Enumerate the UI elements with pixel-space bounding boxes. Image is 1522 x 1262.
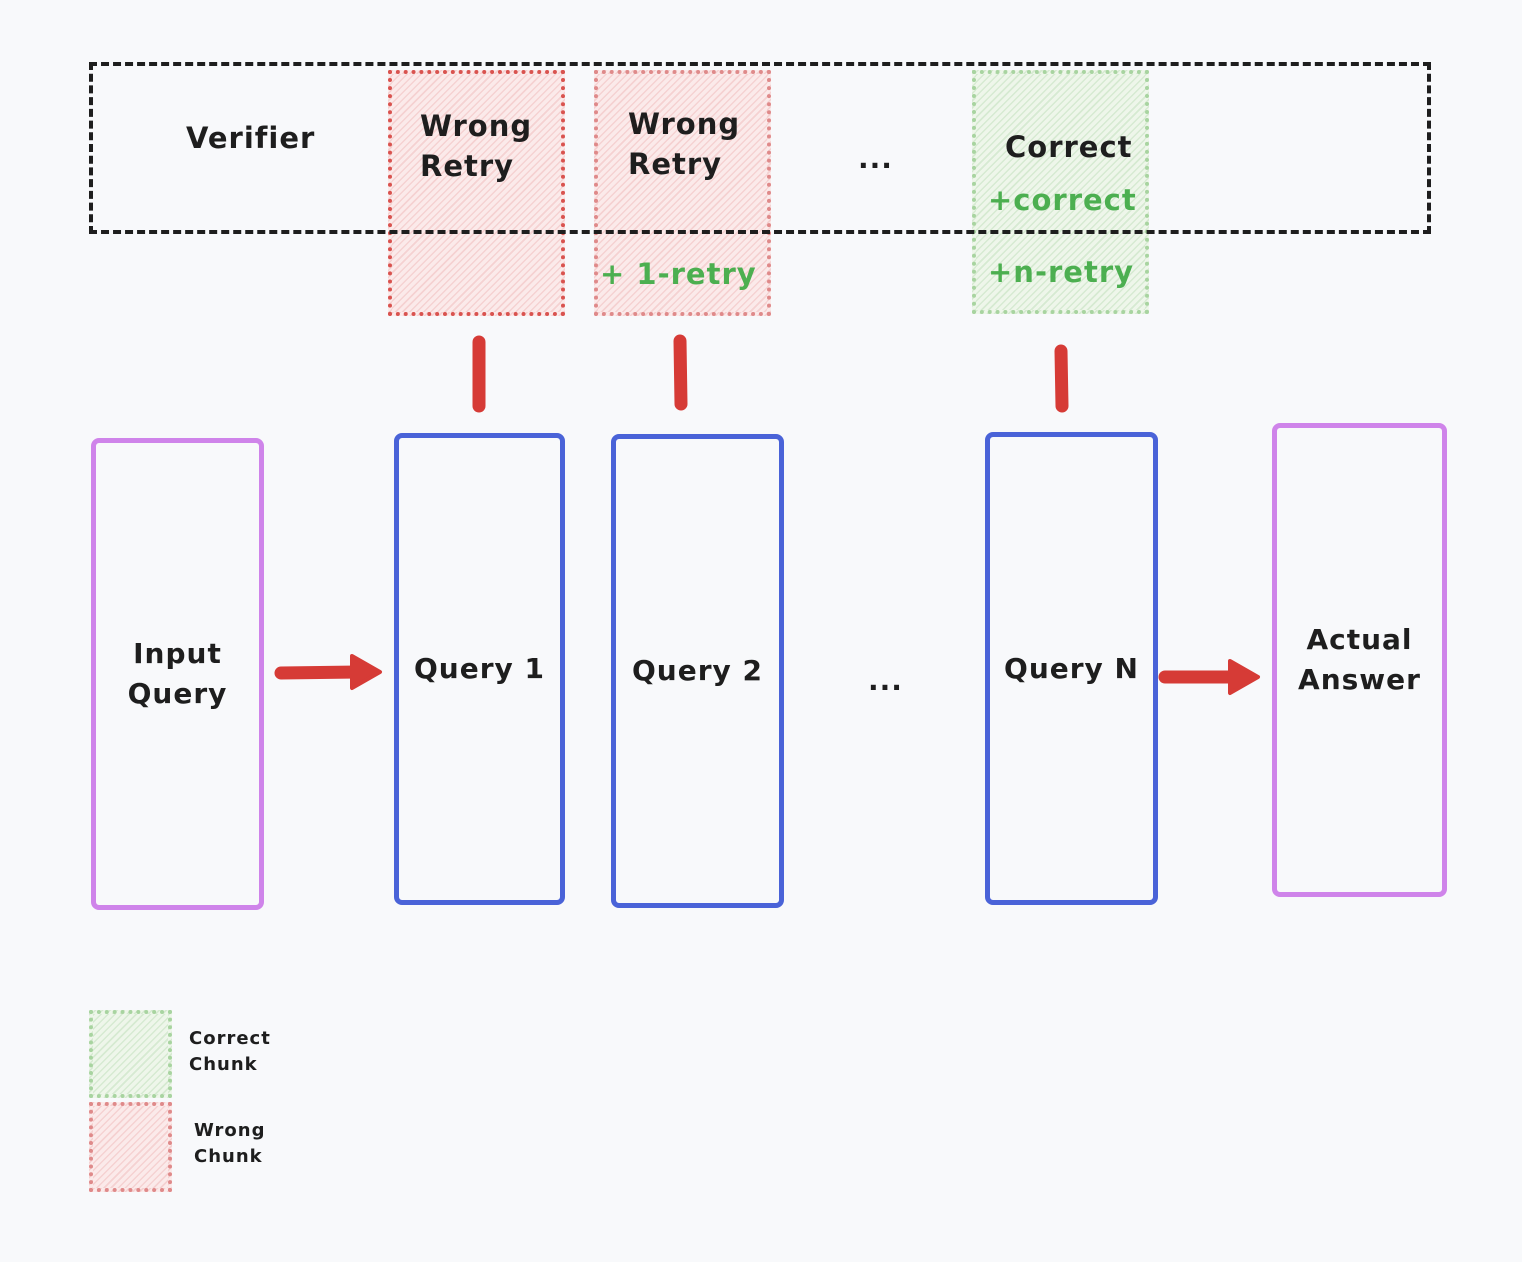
legend-wrong-swatch (89, 1102, 172, 1192)
correct-title: Correct (1005, 130, 1133, 164)
correct-note: +n-retry (988, 255, 1135, 289)
actual-answer-box: Actual Answer (1272, 423, 1447, 897)
legend-wrong-label: Wrong Chunk (194, 1120, 266, 1167)
verifier-ellipsis: ... (858, 142, 893, 175)
retry-1-title: Wrong Retry (420, 109, 533, 183)
query-1-label: Query 1 (413, 652, 546, 685)
correct-subtitle: +correct (988, 183, 1137, 217)
retry-2-note: + 1-retry (600, 257, 757, 291)
verifier-frame (89, 62, 1431, 234)
query-2-box: Query 2 (611, 434, 784, 908)
pipeline-ellipsis: ... (868, 664, 903, 697)
input-query-box: Input Query (91, 438, 264, 910)
query-2-label: Query 2 (631, 654, 764, 687)
connector-query-n (1054, 344, 1069, 413)
retry-2-title: Wrong Retry (628, 107, 741, 181)
arrow-query-n-to-answer (1158, 659, 1260, 695)
correct-chunk (972, 70, 1149, 314)
actual-answer-label: Actual Answer (1298, 623, 1421, 696)
legend-correct-label: Correct Chunk (189, 1028, 271, 1075)
query-1-box: Query 1 (394, 433, 565, 905)
verifier-label: Verifier (186, 121, 316, 155)
input-query-label: Input Query (127, 637, 228, 710)
connector-query-2 (673, 334, 688, 411)
arrow-input-to-query-1 (274, 654, 382, 690)
query-n-label: Query N (1004, 651, 1139, 685)
wrong-retry-chunk-2 (594, 70, 771, 316)
query-n-box: Query N (985, 432, 1158, 905)
legend-correct-swatch (89, 1010, 172, 1098)
wrong-retry-chunk-1 (388, 70, 565, 316)
